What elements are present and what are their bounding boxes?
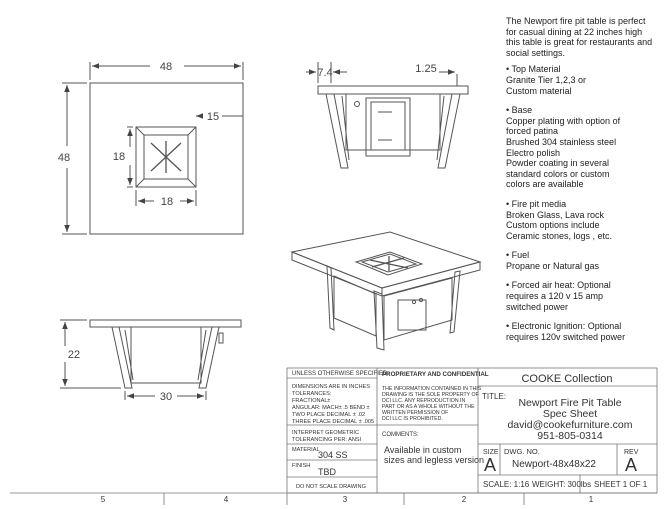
dim-front-base-offset: 7.4	[317, 67, 332, 79]
dim-side-base-width: 30	[160, 391, 172, 403]
top-view	[62, 62, 244, 235]
dim-burner-height: 18	[113, 151, 125, 163]
dim-burner-width: 18	[161, 196, 173, 208]
svg-text:david@cookefurniture.com: david@cookefurniture.com	[507, 419, 632, 431]
svg-text:THREE PLACE DECIMAL ± .005: THREE PLACE DECIMAL ± .005	[292, 419, 374, 425]
tb-material-label: MATERIAL	[292, 447, 320, 453]
iso-burner-pan	[354, 251, 424, 276]
knob-icon	[354, 101, 360, 107]
tb-geometric: INTERPRET GEOMETRIC	[292, 430, 359, 436]
side-top-slab	[89, 319, 242, 328]
tb-finish-value: TBD	[318, 467, 337, 477]
dim-inset-offset: 15	[207, 111, 219, 123]
svg-text:PART OR AS A WHOLE WITHOUT THE: PART OR AS A WHOLE WITHOUT THE	[382, 404, 475, 410]
tb-sheet: SHEET 1 OF 1	[594, 480, 648, 489]
tb-size-label: SIZE	[483, 449, 499, 456]
tb-comments-label: COMMENTS:	[382, 432, 419, 438]
tb-weight: WEIGHT: 300lbs	[532, 480, 591, 489]
svg-text:DRAWING IS THE SOLE PROPERTY O: DRAWING IS THE SOLE PROPERTY OF	[382, 392, 479, 398]
dim-top-thickness: 1.25	[415, 63, 436, 75]
spec-ignition: • Electronic Ignition: Optional requires…	[506, 321, 626, 342]
front-view	[306, 62, 469, 169]
spec-forced-air: • Forced air heat: Optional requires a 1…	[506, 280, 611, 312]
tb-do-not-scale: DO NOT SCALE DRAWING	[296, 484, 366, 490]
svg-text:WRITTEN PERMISSION OF: WRITTEN PERMISSION OF	[382, 410, 448, 416]
tb-title-lines: Newport Fire Pit Table Spec Sheet david@…	[507, 397, 632, 442]
zone-1: 1	[589, 495, 594, 504]
tb-geometric-2: TOLERANCING PER: ANSI	[292, 437, 362, 443]
tb-tolerances: DIMENSIONS ARE IN INCHES TOLERANCES: FRA…	[292, 384, 374, 425]
dim-side-height: 22	[68, 349, 80, 361]
table-top-outline	[89, 82, 244, 235]
tb-proprietary: PROPRIETARY AND CONFIDENTIAL	[382, 371, 489, 378]
tb-rev-label: REV	[624, 449, 639, 456]
svg-text:FRACTIONAL±: FRACTIONAL±	[292, 398, 331, 404]
spec-fire-pit-media: • Fire pit media Broken Glass, Lava rock…	[506, 198, 613, 241]
side-leg-right	[198, 326, 220, 389]
dim-top-width: 48	[160, 61, 172, 73]
side-base-body	[130, 326, 202, 384]
front-leg-right	[437, 93, 461, 169]
dim-top-height: 48	[58, 152, 70, 164]
title-block	[10, 367, 658, 505]
svg-text:TOLERANCES:: TOLERANCES:	[292, 391, 332, 397]
svg-text:DIMENSIONS ARE IN INCHES: DIMENSIONS ARE IN INCHES	[292, 384, 370, 390]
svg-text:Newport Fire Pit Table: Newport Fire Pit Table	[518, 397, 621, 409]
tb-company: COOKE Collection	[521, 373, 612, 385]
zone-3: 3	[343, 495, 348, 504]
tb-comments-2: sizes and legless version	[384, 455, 484, 465]
spec-top-material: • Top Material Granite Tier 1,2,3 or Cus…	[506, 64, 587, 96]
svg-text:DCI LLC IS PROHIBITED.: DCI LLC IS PROHIBITED.	[382, 416, 443, 422]
burner-pan-outer	[135, 126, 197, 188]
zone-5: 5	[101, 495, 106, 504]
spec-base: • Base Copper plating with option of for…	[506, 105, 621, 190]
burner-cross	[150, 141, 182, 173]
svg-text:THE INFORMATION CONTAINED IN T: THE INFORMATION CONTAINED IN THIS	[382, 386, 482, 392]
tb-title-label: TITLE:	[482, 392, 506, 401]
tb-material-value: 304 SS	[318, 450, 348, 460]
front-leg-left	[325, 93, 349, 169]
tb-finish-label: FINISH	[292, 463, 310, 469]
zone-4: 4	[224, 495, 229, 504]
svg-text:951-805-0314: 951-805-0314	[537, 430, 603, 442]
iso-access-door	[397, 299, 427, 331]
side-view	[60, 319, 242, 400]
tb-rev-value: A	[625, 455, 637, 475]
zone-2: 2	[462, 495, 467, 504]
tb-size-value: A	[484, 455, 496, 475]
tb-scale: SCALE: 1:16	[483, 480, 530, 489]
burner-pan-inner	[143, 134, 189, 180]
isometric-view	[290, 231, 482, 351]
side-leg-left	[111, 326, 133, 389]
tb-dwg-label: DWG. NO.	[504, 447, 540, 456]
tb-unless-specified: UNLESS OTHERWISE SPECIFIED:	[292, 371, 389, 377]
tb-dwg-value: Newport-48x48x22	[512, 459, 596, 470]
spec-intro: The Newport fire pit table is perfect fo…	[506, 16, 653, 58]
spec-fuel: • Fuel Propane or Natural gas	[506, 250, 600, 271]
tb-prop-text: THE INFORMATION CONTAINED IN THIS DRAWIN…	[382, 386, 482, 422]
spec-notes: The Newport fire pit table is perfect fo…	[506, 16, 656, 351]
svg-text:ANGULAR: MACH± .5 BEND ±: ANGULAR: MACH± .5 BEND ±	[292, 405, 370, 411]
side-knob	[218, 332, 224, 344]
svg-text:DCI LLC. ANY REPRODUCTION IN: DCI LLC. ANY REPRODUCTION IN	[382, 398, 465, 404]
tb-comments-1: Available in custom	[384, 445, 461, 455]
zone-markers: 5 4 3 2 1	[101, 495, 594, 504]
front-top-slab	[317, 85, 469, 95]
svg-text:Spec Sheet: Spec Sheet	[543, 408, 597, 420]
front-access-door	[365, 97, 411, 157]
svg-text:TWO PLACE DECIMAL ± .02: TWO PLACE DECIMAL ± .02	[292, 412, 365, 418]
iso-leg-back-left	[326, 265, 335, 331]
